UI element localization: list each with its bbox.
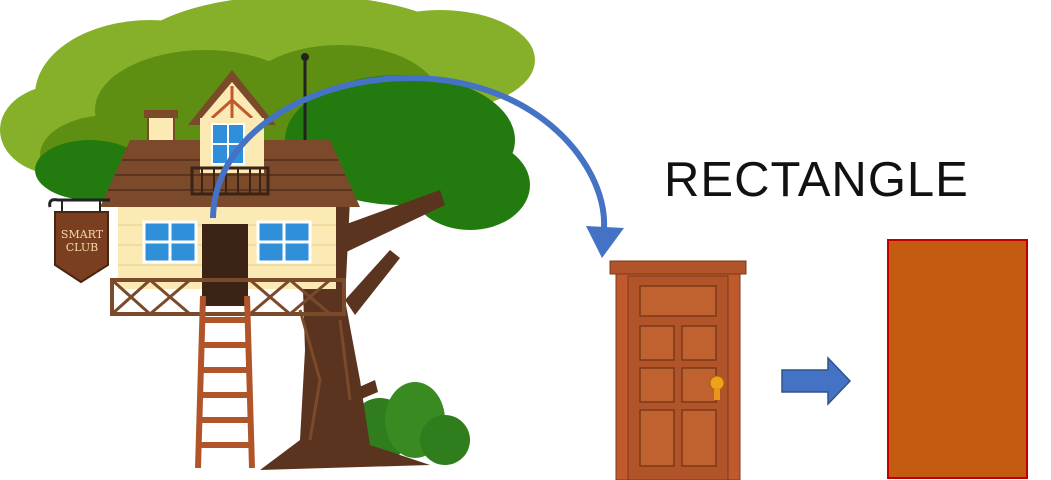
hanging-sign: [48, 198, 110, 284]
tree-house-illustration: [0, 0, 535, 470]
ladder: [195, 295, 255, 469]
sign-line-1: SMART: [60, 228, 104, 241]
bush: [350, 382, 470, 465]
right-window: [256, 220, 312, 264]
right-arrow: [781, 356, 852, 406]
sign-text: SMART CLUB: [52, 228, 112, 254]
sign-line-2: CLUB: [65, 241, 99, 254]
left-window: [142, 220, 198, 264]
lower-railing: [110, 278, 346, 316]
door-illustration: [609, 260, 747, 480]
curved-arrow: [210, 75, 624, 258]
door-lintel: [609, 260, 747, 275]
door-knob: [709, 375, 725, 400]
house-door: [202, 224, 248, 306]
rectangle-shape: [887, 239, 1028, 479]
upper-balcony: [190, 166, 270, 196]
rectangle-label: RECTANGLE: [664, 153, 969, 207]
